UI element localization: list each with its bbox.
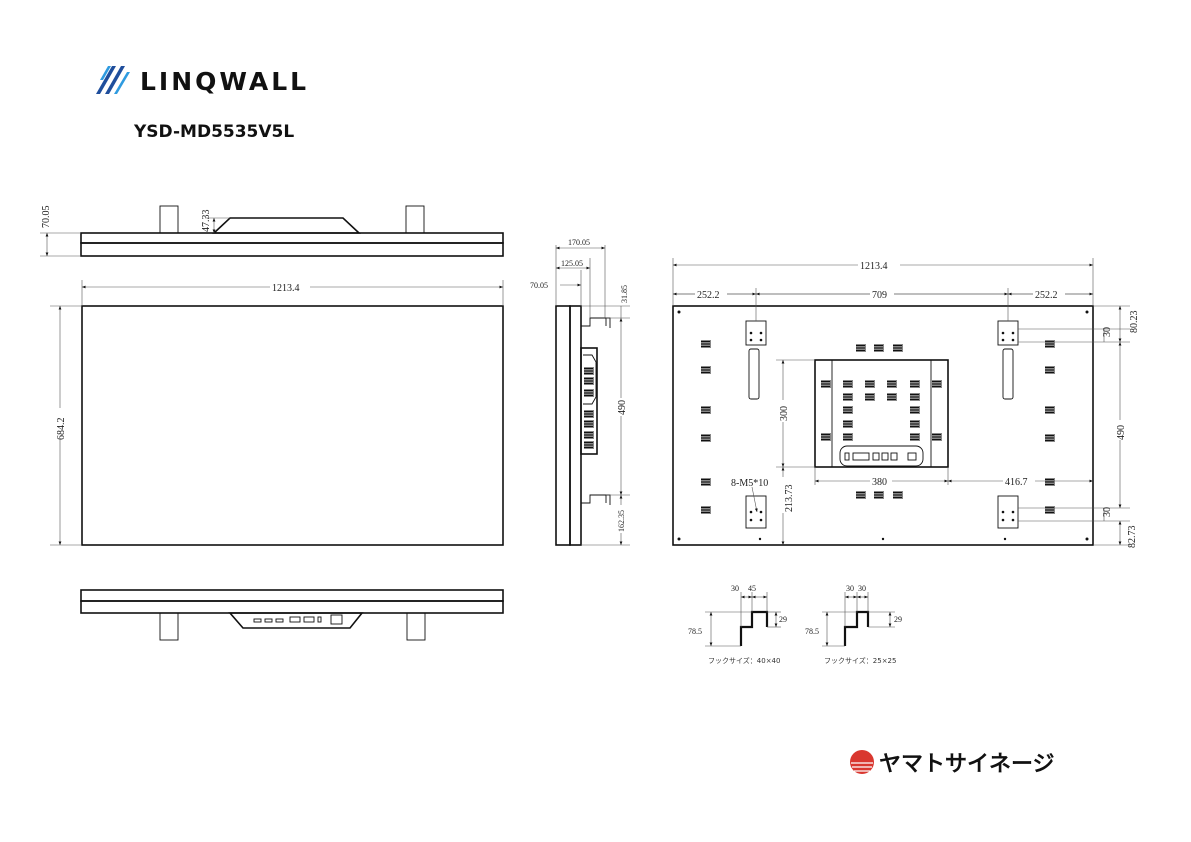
vent-grid (855, 490, 866, 500)
top-view: 70.05 47.33 (40, 206, 504, 257)
dim-bracket-height: 47.33 (201, 210, 212, 233)
dim-box-bottom: 213.73 (784, 485, 795, 513)
dim-box-right: 416.7 (1005, 477, 1028, 488)
dim-hook-spacing: 490 (617, 400, 628, 415)
hook-detail-25: 30 30 78.5 29 フックサイズ：25×25 (805, 584, 902, 665)
dim-depth: 70.05 (41, 206, 52, 229)
sun-logo-icon (850, 750, 874, 774)
vent-grid (909, 432, 920, 442)
linqwall-mark-icon (96, 66, 130, 94)
vent-grid (886, 392, 897, 402)
dim-right-margin: 252.2 (1035, 290, 1058, 301)
hook-width-b: 45 (748, 584, 756, 593)
vent-grid (820, 379, 831, 389)
dim-box-height: 300 (779, 406, 790, 421)
vent-grid (909, 405, 920, 415)
dim-box-width: 380 (872, 477, 887, 488)
vent-grid (909, 392, 920, 402)
hook-width-b: 30 (858, 584, 866, 593)
vent-grid (700, 433, 711, 443)
front-view: 1213.4 684.2 (50, 280, 504, 546)
dim-width: 1213.4 (272, 283, 300, 294)
vent-grid (842, 392, 853, 402)
hook-width-a: 30 (846, 584, 854, 593)
vent-grid (855, 343, 866, 353)
vent-grid (700, 339, 711, 349)
vent-grid (909, 379, 920, 389)
vent-grid (842, 432, 853, 442)
vent-grid (931, 379, 942, 389)
hook-step: 29 (894, 615, 902, 624)
back-view: 1213.4 252.2 709 252.2 80.23 30 490 30 8… (672, 258, 1140, 549)
vent-grid (842, 405, 853, 415)
vent-grid (700, 505, 711, 515)
vent-grid (1044, 339, 1055, 349)
vent-grid (1044, 433, 1055, 443)
vent-grid (700, 405, 711, 415)
yamato-signage-logo: ヤマトサイネージ (850, 750, 1055, 777)
vent-grid (700, 477, 711, 487)
hook-caption: フックサイズ：25×25 (824, 656, 896, 665)
model-number: YSD-MD5535V5L (133, 122, 294, 142)
vent-grid (909, 419, 920, 429)
hook-height: 78.5 (688, 627, 702, 636)
bottom-view (80, 589, 504, 641)
vent-grid (842, 379, 853, 389)
vent-grid (1044, 505, 1055, 515)
dim-top-offset: 31.85 (620, 285, 629, 303)
dim-panel-depth: 70.05 (530, 281, 548, 290)
hook-detail-40: 30 45 78.5 29 フックサイズ：40×40 (688, 584, 787, 665)
hook-plate-group (745, 320, 1019, 529)
screw-note: 8-M5*10 (731, 478, 768, 489)
vent-grid (1044, 365, 1055, 375)
side-port-grid (583, 366, 594, 450)
hook-step: 29 (779, 615, 787, 624)
dim-total-depth: 170.05 (568, 238, 590, 247)
vent-grid (842, 419, 853, 429)
company-name: ヤマトサイネージ (879, 752, 1055, 777)
dim-top-to-hook: 80.23 (1129, 311, 1140, 334)
vent-grid (892, 490, 903, 500)
dim-left-margin: 252.2 (697, 290, 720, 301)
hook-width-a: 30 (731, 584, 739, 593)
dim-hook-height-bottom: 30 (1102, 507, 1113, 517)
side-view: 170.05 125.05 70.05 31.85 490 162.35 (530, 238, 630, 546)
vent-grid (892, 343, 903, 353)
dim-back-width: 1213.4 (860, 261, 888, 272)
control-box (814, 359, 949, 468)
dim-height: 684.2 (56, 418, 67, 441)
dim-bottom-offset: 162.35 (617, 510, 626, 532)
vent-grid (820, 432, 831, 442)
vent-grid (1044, 477, 1055, 487)
brand-name: LINQWALL (140, 67, 309, 96)
vent-grid (864, 392, 875, 402)
vent-grid (1044, 405, 1055, 415)
vent-grid (700, 365, 711, 375)
dim-bottom-to-hook: 82.73 (1127, 526, 1138, 549)
hook-height: 78.5 (805, 627, 819, 636)
vent-grid (886, 379, 897, 389)
dim-back-hook-spacing: 490 (1116, 425, 1127, 440)
dim-hook-depth: 125.05 (561, 259, 583, 268)
dim-hook-height-top: 30 (1102, 327, 1113, 337)
hook-caption: フックサイズ：40×40 (708, 656, 780, 665)
vent-grid (873, 343, 884, 353)
vent-grid (864, 379, 875, 389)
dim-hook-span: 709 (872, 290, 887, 301)
linqwall-logo: LINQWALL (96, 66, 309, 96)
vent-grid (873, 490, 884, 500)
vent-grid (931, 432, 942, 442)
